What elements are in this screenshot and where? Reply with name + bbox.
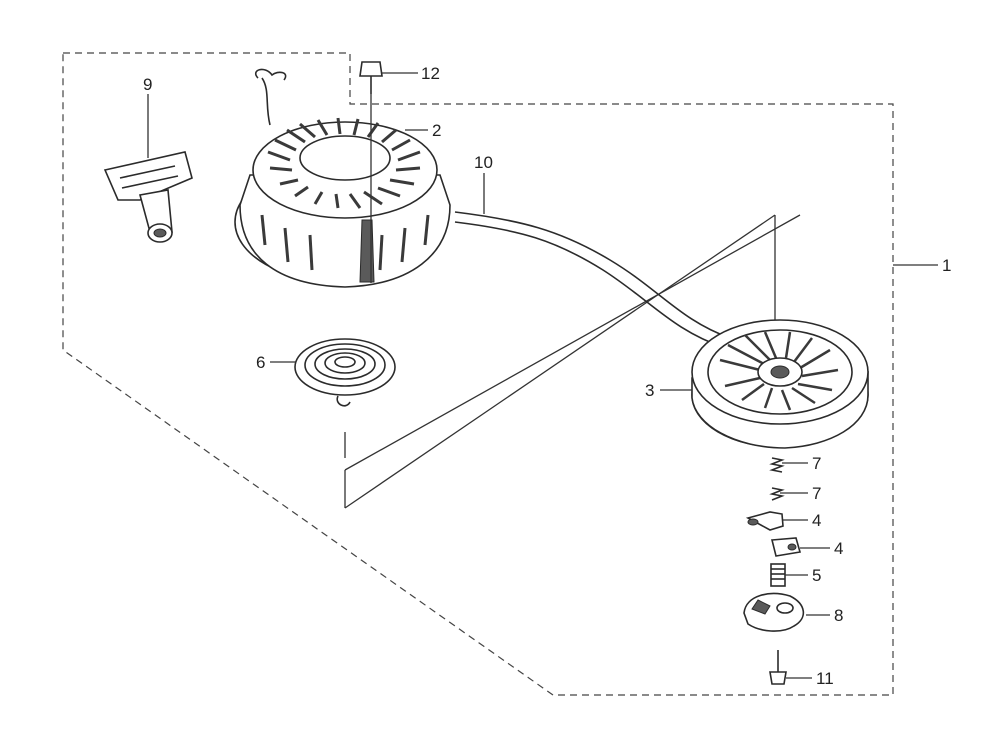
- callout-4-upper: 4: [812, 511, 821, 530]
- starter-rope: [454, 211, 731, 349]
- ratchet-spring-upper: [769, 457, 785, 473]
- callout-5: 5: [812, 566, 821, 585]
- flange-bolt-top: [359, 61, 383, 283]
- callout-3: 3: [645, 381, 654, 400]
- starter-grip: [103, 151, 193, 243]
- ratchet-upper: [745, 511, 784, 531]
- ratchet-lower: [770, 537, 802, 557]
- starter-case-vents: [260, 117, 430, 271]
- callout-11: 11: [816, 669, 834, 688]
- assembly-boundary: [62, 52, 894, 696]
- callout-7-upper: 7: [812, 454, 821, 473]
- callout-12: 12: [421, 64, 440, 83]
- friction-spring: [770, 563, 786, 587]
- ratchet-guide-screw: [769, 650, 787, 685]
- callout-6: 6: [256, 353, 265, 372]
- callout-10: 10: [474, 153, 493, 172]
- callout-leaders: [147, 72, 938, 679]
- callout-1: 1: [942, 256, 951, 275]
- callout-2: 2: [432, 121, 441, 140]
- ratchet-spring-lower: [769, 487, 785, 501]
- starter-case: [234, 68, 451, 288]
- callout-7-lower: 7: [812, 484, 821, 503]
- return-spring: [294, 338, 396, 407]
- callout-9: 9: [143, 75, 152, 94]
- starter-reel: [691, 319, 869, 449]
- ratchet-guide: [743, 592, 805, 632]
- callout-8: 8: [834, 606, 843, 625]
- callout-4-lower: 4: [834, 539, 843, 558]
